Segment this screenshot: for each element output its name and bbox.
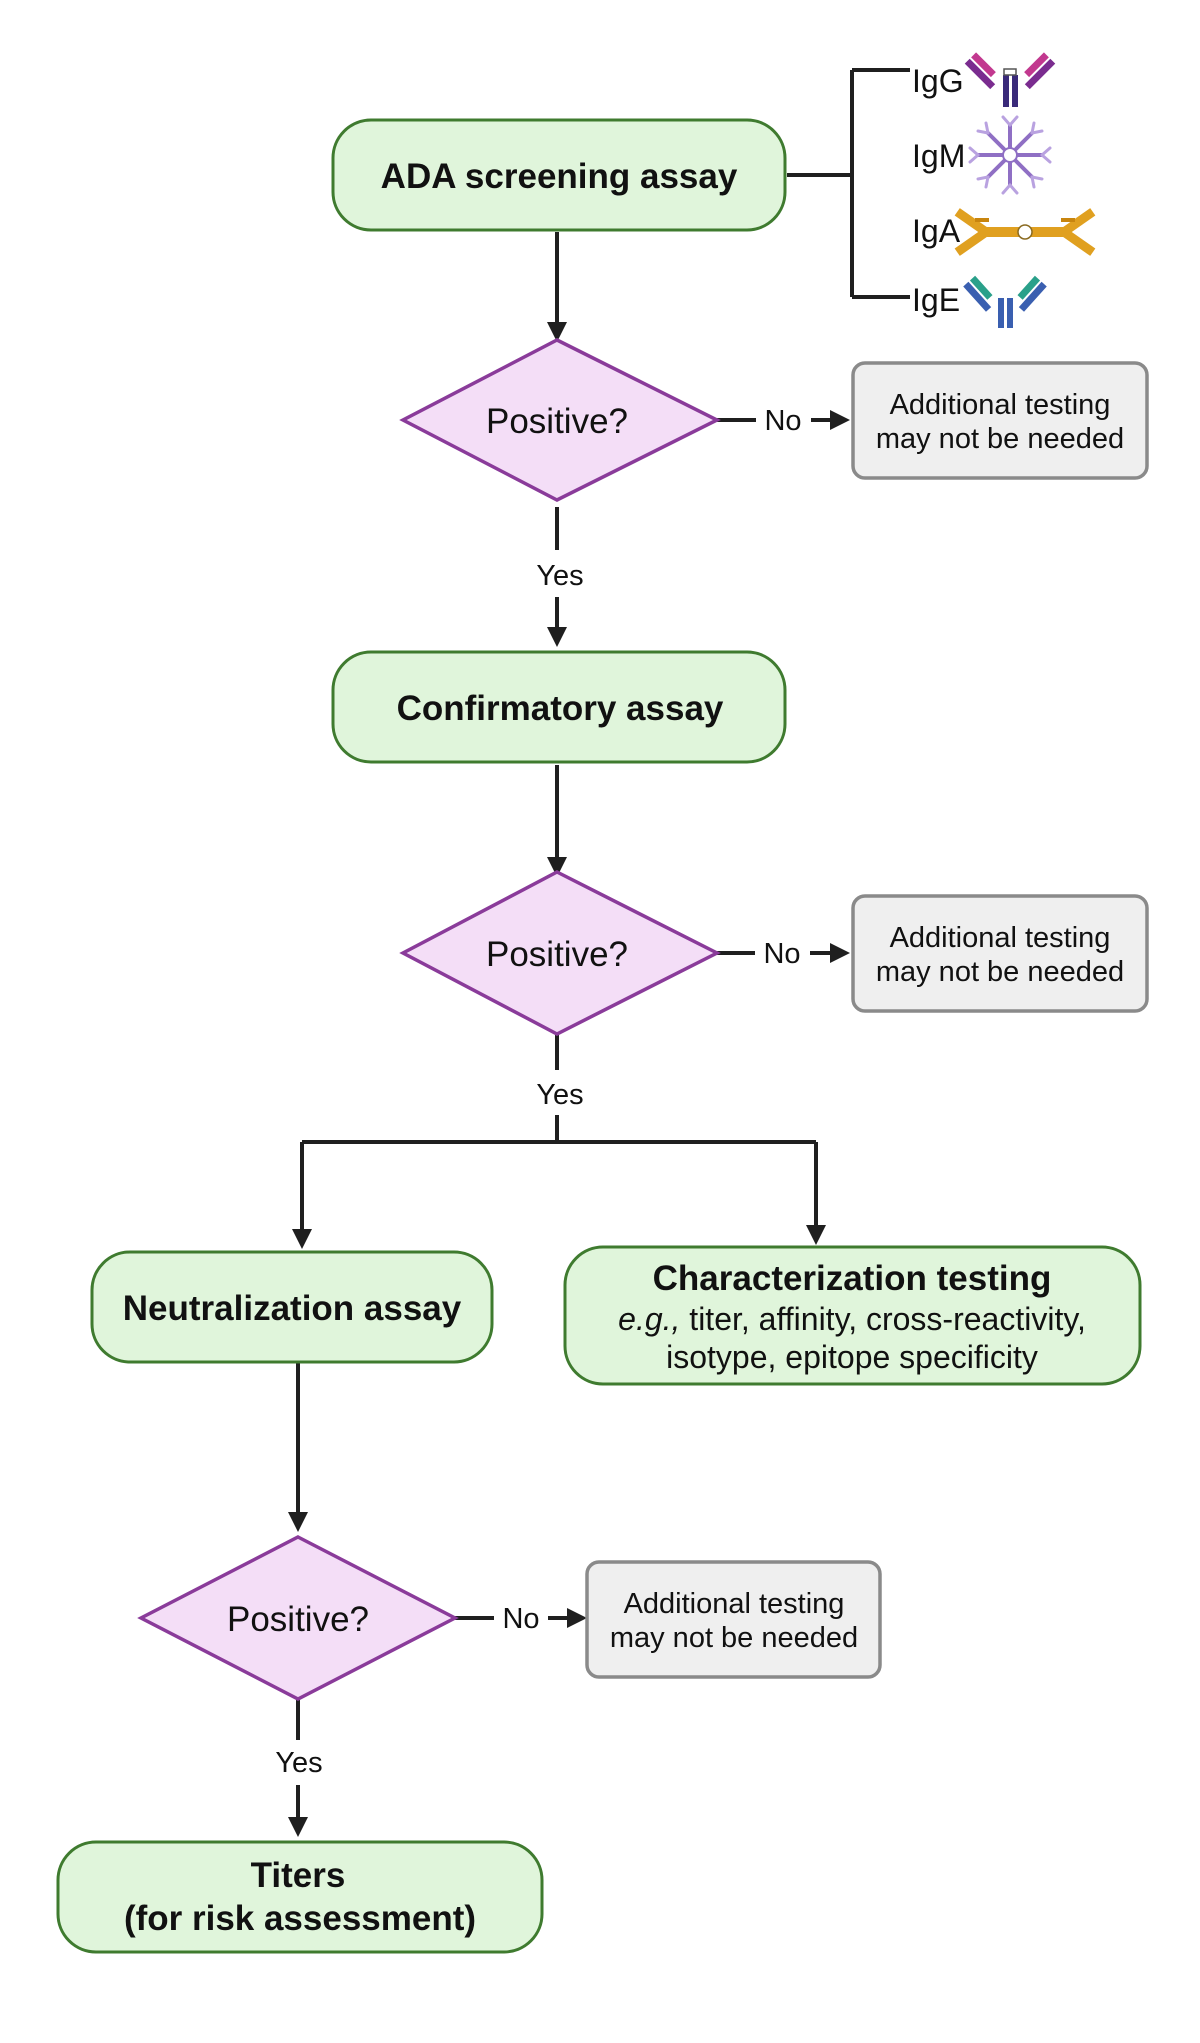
- iga-antibody-icon: [954, 208, 1096, 256]
- screening-assay-label: ADA screening assay: [381, 157, 738, 196]
- outcome-3-line2: may not be needed: [610, 1622, 858, 1654]
- outcome-3-line1: Additional testing: [624, 1588, 845, 1620]
- no-label-2: No: [763, 938, 800, 970]
- isotype-label-ige: IgE: [912, 282, 960, 318]
- isotype-label-iga: IgA: [912, 213, 961, 249]
- decision-2-label: Positive?: [486, 935, 628, 974]
- titers-box: Titers (for risk assessment): [56, 1840, 544, 1954]
- connectors: [288, 232, 850, 1837]
- screening-assay-box: ADA screening assay: [331, 118, 787, 232]
- confirmatory-assay-label: Confirmatory assay: [397, 689, 724, 728]
- yes-label-3: Yes: [275, 1747, 322, 1779]
- no-label-1: No: [764, 405, 801, 437]
- characterization-detail-rest: titer, affinity, cross-reactivity,: [680, 1301, 1085, 1337]
- decision-1-label: Positive?: [486, 402, 628, 441]
- outcome-2-line2: may not be needed: [876, 956, 1124, 988]
- confirmatory-assay-box: Confirmatory assay: [331, 650, 787, 764]
- yes-label-2: Yes: [536, 1079, 583, 1111]
- decision-3-label: Positive?: [227, 1600, 369, 1639]
- isotype-label-igg: IgG: [912, 63, 964, 99]
- igm-antibody-icon: [968, 115, 1052, 195]
- isotype-bracket: [787, 68, 910, 299]
- yes-label-1: Yes: [536, 560, 583, 592]
- titers-line1: Titers: [251, 1856, 346, 1895]
- ige-antibody-icon: [963, 275, 1047, 328]
- outcome-box-2: Additional testing may not be needed: [851, 894, 1149, 1013]
- outcome-box-1: Additional testing may not be needed: [851, 361, 1149, 480]
- characterization-detail-line2: isotype, epitope specificity: [666, 1339, 1038, 1375]
- characterization-testing-box: Characterization testing e.g., titer, af…: [563, 1245, 1142, 1386]
- isotype-label-igm: IgM: [912, 138, 965, 174]
- no-label-3: No: [502, 1603, 539, 1635]
- decision-2: Positive?: [399, 870, 721, 1036]
- characterization-detail-line1: e.g., titer, affinity, cross-reactivity,: [618, 1301, 1086, 1337]
- decision-1: Positive?: [399, 338, 721, 502]
- igg-antibody-icon: [964, 52, 1056, 107]
- titers-line2: (for risk assessment): [124, 1899, 476, 1938]
- neutralization-assay-label: Neutralization assay: [123, 1289, 462, 1328]
- decision-3: Positive?: [137, 1535, 459, 1701]
- neutralization-assay-box: Neutralization assay: [90, 1250, 494, 1364]
- characterization-title: Characterization testing: [653, 1259, 1052, 1298]
- characterization-detail-prefix: e.g.,: [618, 1301, 680, 1337]
- outcome-2-line1: Additional testing: [890, 922, 1111, 954]
- outcome-box-3: Additional testing may not be needed: [585, 1560, 882, 1679]
- outcome-1-line1: Additional testing: [890, 389, 1111, 421]
- outcome-1-line2: may not be needed: [876, 423, 1124, 455]
